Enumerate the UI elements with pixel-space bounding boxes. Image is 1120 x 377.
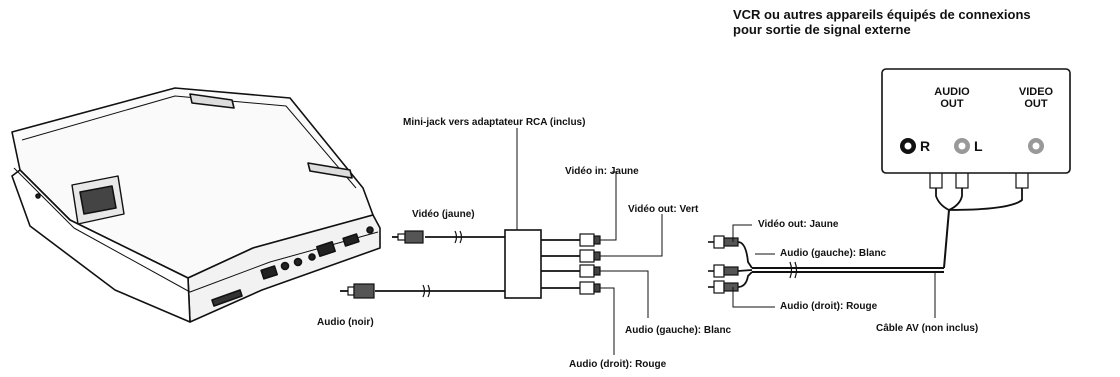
- mini-jack-plug-icon: [340, 283, 375, 299]
- video-in-label: Vidéo in: Jaune: [565, 166, 639, 177]
- audio-gauche-blanc-label: Audio (gauche): Blanc: [625, 325, 732, 336]
- port-l-label: L: [974, 138, 983, 154]
- cable-video-out-label: Vidéo out: Jaune: [758, 219, 839, 230]
- audio-out-label: AUDIO OUT: [924, 86, 980, 110]
- dvd-player-icon: [11, 87, 381, 323]
- cable-av-label: Câble AV (non inclus): [876, 323, 979, 334]
- diagram-title-line1: VCR ou autres appareils équipés de conne…: [733, 7, 1031, 22]
- rca-plug-icon: [579, 249, 601, 263]
- cable-audio-gauche-label: Audio (gauche): Blanc: [780, 248, 887, 259]
- video-out-vert-label: Vidéo out: Vert: [628, 204, 699, 215]
- cable-audio-droit-label: Audio (droit): Rouge: [780, 301, 878, 312]
- audio-droit-rouge-label: Audio (droit): Rouge: [569, 359, 667, 370]
- rca-plug-icon: [579, 233, 601, 247]
- port-r-label: R: [920, 138, 931, 154]
- rca-plug-icon: [392, 230, 424, 244]
- adapter-label: Mini-jack vers adaptateur RCA (inclus): [403, 117, 586, 128]
- rca-plug-icon: [713, 280, 739, 294]
- diagram-title-line2: pour sortie de signal externe: [733, 22, 911, 37]
- video-out-line1: VIDEO: [1018, 86, 1054, 98]
- external-device-panel: [881, 68, 1071, 174]
- video-out-label: VIDEO OUT: [1008, 86, 1064, 110]
- rca-plug-icon: [713, 235, 739, 249]
- audio-out-line2: OUT: [940, 98, 964, 110]
- video-jaune-label: Vidéo (jaune): [412, 209, 475, 220]
- audio-noir-label: Audio (noir): [317, 317, 374, 328]
- rca-plug-icon: [713, 264, 739, 278]
- splitter-block-icon: [504, 229, 542, 299]
- audio-out-line1: AUDIO: [934, 86, 970, 98]
- rca-plug-icon: [579, 281, 601, 295]
- rca-plug-icon: [579, 264, 601, 278]
- video-out-line2: OUT: [1024, 98, 1048, 110]
